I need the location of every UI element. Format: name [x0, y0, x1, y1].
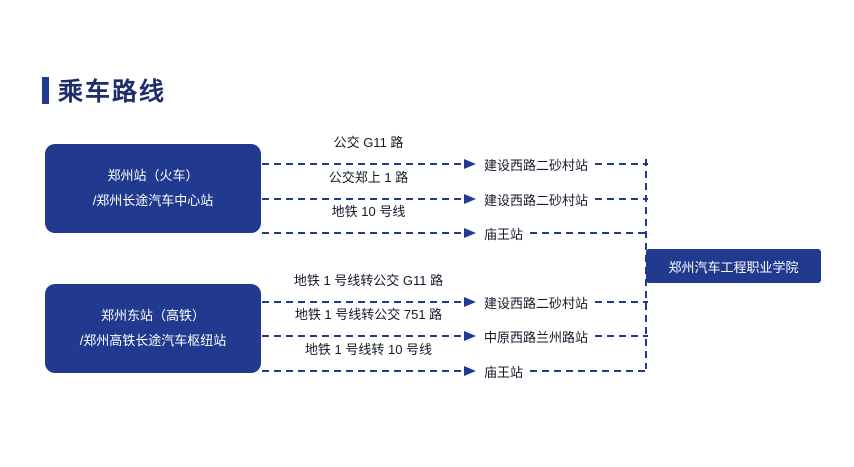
dashed-line: [595, 301, 648, 303]
route-label: 公交郑上 1 路: [328, 170, 409, 185]
dashed-line: [262, 163, 462, 165]
dashed-line: [262, 198, 462, 200]
route-row: 地铁 1 号线转 10 号线 庙王站: [262, 339, 648, 380]
arrow-right-icon: [464, 159, 476, 169]
route-row: 公交郑上 1 路 建设西路二砂村站: [262, 167, 648, 208]
station-label: 建设西路二砂村站: [484, 157, 589, 173]
origin-box-zhengzhou-station: 郑州站（火车） /郑州长途汽车中心站: [45, 144, 261, 233]
origin-line1: 郑州站（火车）: [107, 167, 199, 183]
route-connector: 庙王站: [262, 225, 648, 242]
station-label: 建设西路二砂村站: [484, 192, 589, 208]
route-connector: 建设西路二砂村站: [262, 191, 648, 208]
route-label: 地铁 1 号线转公交 G11 路: [293, 273, 444, 288]
station-label: 庙王站: [484, 226, 524, 242]
page-title: 乘车路线: [58, 78, 167, 106]
dashed-line: [530, 370, 648, 372]
route-connector: 建设西路二砂村站: [262, 156, 648, 173]
arrow-right-icon: [464, 228, 476, 238]
dashed-line: [262, 232, 462, 234]
station-label: 建设西路二砂村站: [484, 295, 589, 311]
route-connector: 建设西路二砂村站: [262, 294, 648, 311]
origin-line1: 郑州东站（高铁）: [100, 307, 205, 323]
origin-line2: /郑州高铁长途汽车枢纽站: [79, 332, 227, 348]
route-row: 地铁 10 号线 庙王站: [262, 201, 648, 242]
dashed-line: [595, 335, 648, 337]
arrow-right-icon: [464, 194, 476, 204]
route-label: 地铁 1 号线转公交 751 路: [294, 307, 443, 322]
station-label: 中原西路兰州路站: [484, 329, 589, 345]
route-label: 地铁 10 号线: [331, 204, 406, 219]
arrow-right-icon: [464, 366, 476, 376]
origin-line2: /郑州长途汽车中心站: [92, 192, 214, 208]
route-label: 地铁 1 号线转 10 号线: [304, 342, 433, 357]
arrow-right-icon: [464, 297, 476, 307]
dashed-line: [262, 335, 462, 337]
dashed-line: [595, 163, 648, 165]
title-accent-bar: [42, 76, 49, 104]
route-row: 地铁 1 号线转公交 G11 路 建设西路二砂村站: [262, 270, 648, 311]
route-label: 公交 G11 路: [333, 135, 404, 150]
dashed-line: [262, 370, 462, 372]
page-title-block: 乘车路线: [42, 72, 166, 108]
dashed-line: [262, 301, 462, 303]
station-label: 庙王站: [484, 364, 524, 380]
arrow-right-icon: [464, 331, 476, 341]
dashed-line: [530, 232, 648, 234]
destination-box: 郑州汽车工程职业学院: [646, 249, 821, 283]
route-connector: 庙王站: [262, 363, 648, 380]
dashed-line: [595, 198, 648, 200]
route-row: 地铁 1 号线转公交 751 路 中原西路兰州路站: [262, 304, 648, 345]
origin-box-zhengzhou-east-station: 郑州东站（高铁） /郑州高铁长途汽车枢纽站: [45, 284, 261, 373]
route-connector: 中原西路兰州路站: [262, 328, 648, 345]
route-row: 公交 G11 路 建设西路二砂村站: [262, 132, 648, 173]
